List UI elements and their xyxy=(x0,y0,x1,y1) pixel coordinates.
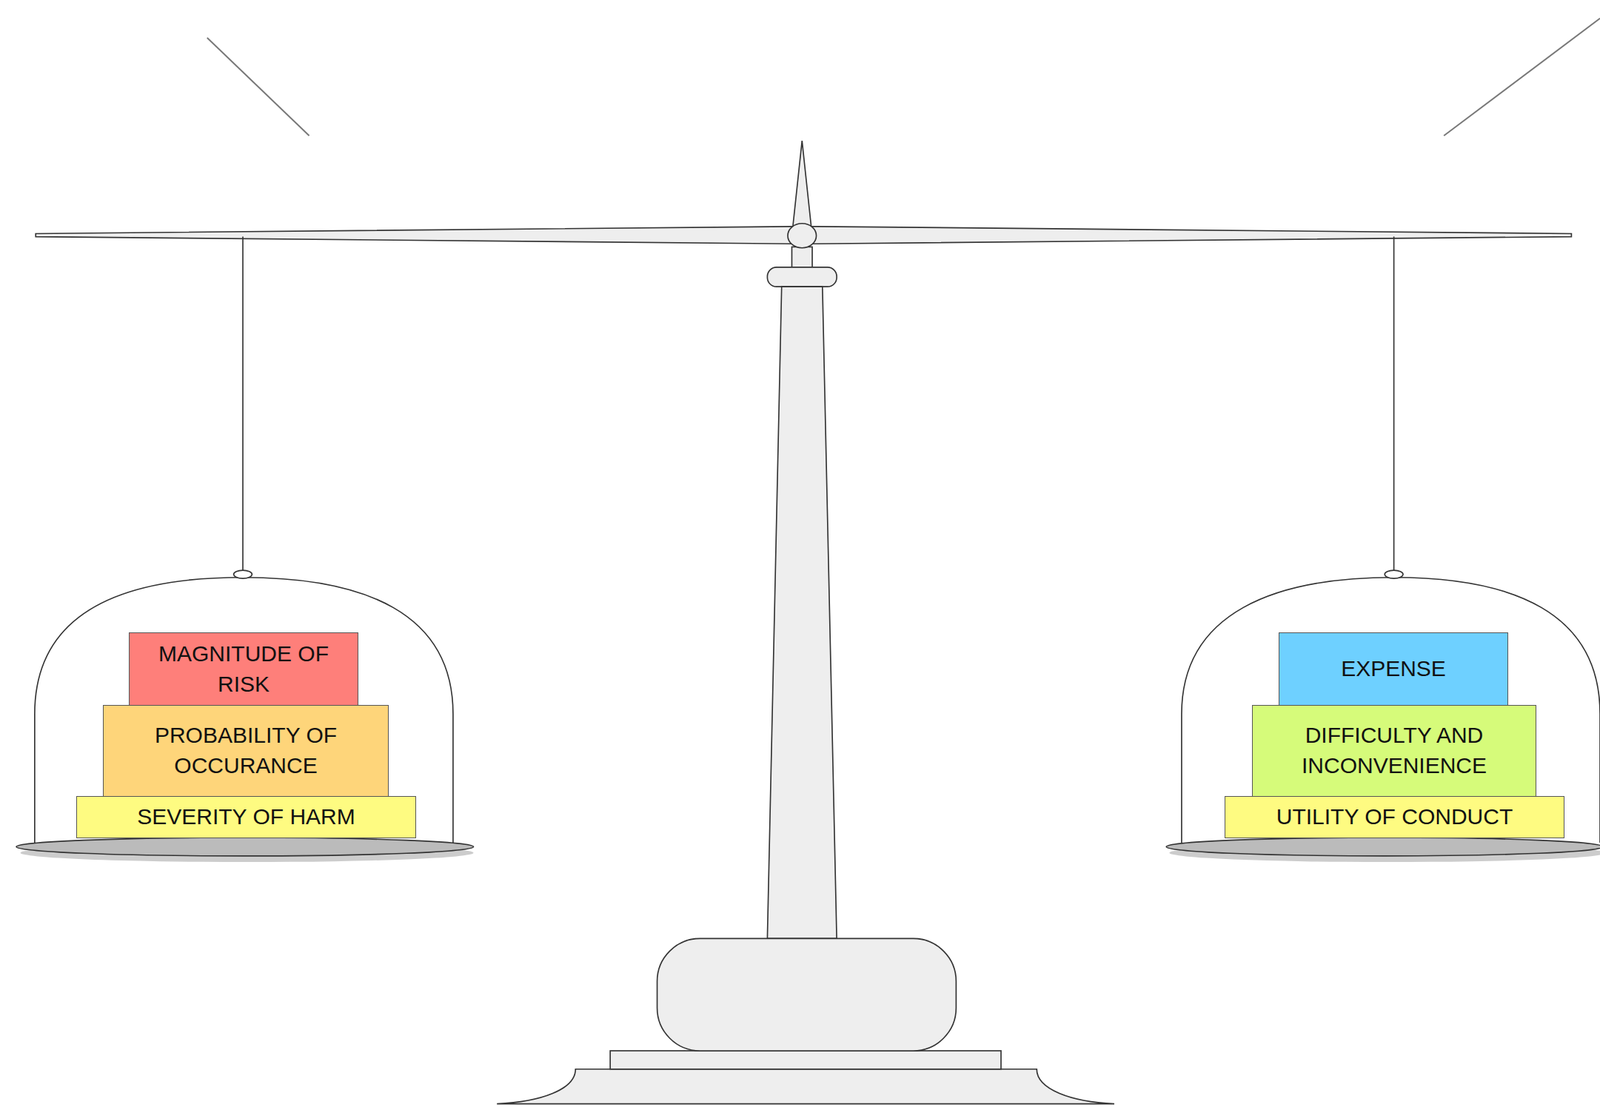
scale-spire xyxy=(792,140,812,227)
box-text-group: DIFFICULTY AND INCONVENIENCE xyxy=(1261,720,1527,782)
scale-neck xyxy=(791,246,813,269)
box-label: MAGNITUDE OF RISK xyxy=(138,638,349,700)
factor-box: SEVERITY OF HARM xyxy=(76,795,417,839)
box-label: PROBABILITY OF OCCURANCE xyxy=(112,720,380,782)
dome-knob xyxy=(233,570,253,579)
factor-box: DIFFICULTY AND INCONVENIENCE xyxy=(1252,704,1537,797)
scale-collar xyxy=(767,267,837,287)
scale-base xyxy=(657,938,957,1051)
scale-pillar xyxy=(767,286,837,939)
scale-pan xyxy=(1166,837,1600,856)
factor-box: UTILITY OF CONDUCT xyxy=(1224,795,1565,839)
factor-box: PROBABILITY OF OCCURANCE xyxy=(102,704,389,797)
glass-dome xyxy=(34,577,454,843)
box-label: UTILITY OF CONDUCT xyxy=(1276,801,1513,833)
ray-line xyxy=(1443,18,1600,136)
scale-pan xyxy=(16,837,474,856)
box-text-group: SEVERITY OF HARM xyxy=(136,801,356,833)
box-text-group: MAGNITUDE OF RISK xyxy=(138,638,349,700)
box-label: EXPENSE xyxy=(1340,653,1446,685)
ray-line xyxy=(207,37,310,136)
scale-foot xyxy=(496,1069,1115,1104)
dome-knob xyxy=(1384,570,1404,579)
factor-box: EXPENSE xyxy=(1278,632,1509,706)
box-text-group: UTILITY OF CONDUCT xyxy=(1276,801,1513,833)
scale-pivot xyxy=(787,223,817,249)
box-text-group: PROBABILITY OF OCCURANCE xyxy=(112,720,380,782)
pan-string xyxy=(1393,236,1395,572)
box-label: SEVERITY OF HARM xyxy=(136,801,356,833)
scale-plate xyxy=(610,1050,1002,1070)
factor-box: MAGNITUDE OF RISK xyxy=(128,632,359,706)
box-label: DIFFICULTY AND INCONVENIENCE xyxy=(1261,720,1527,782)
glass-dome xyxy=(1181,577,1600,843)
box-text-group: EXPENSE xyxy=(1340,653,1446,685)
pan-string xyxy=(242,236,244,572)
